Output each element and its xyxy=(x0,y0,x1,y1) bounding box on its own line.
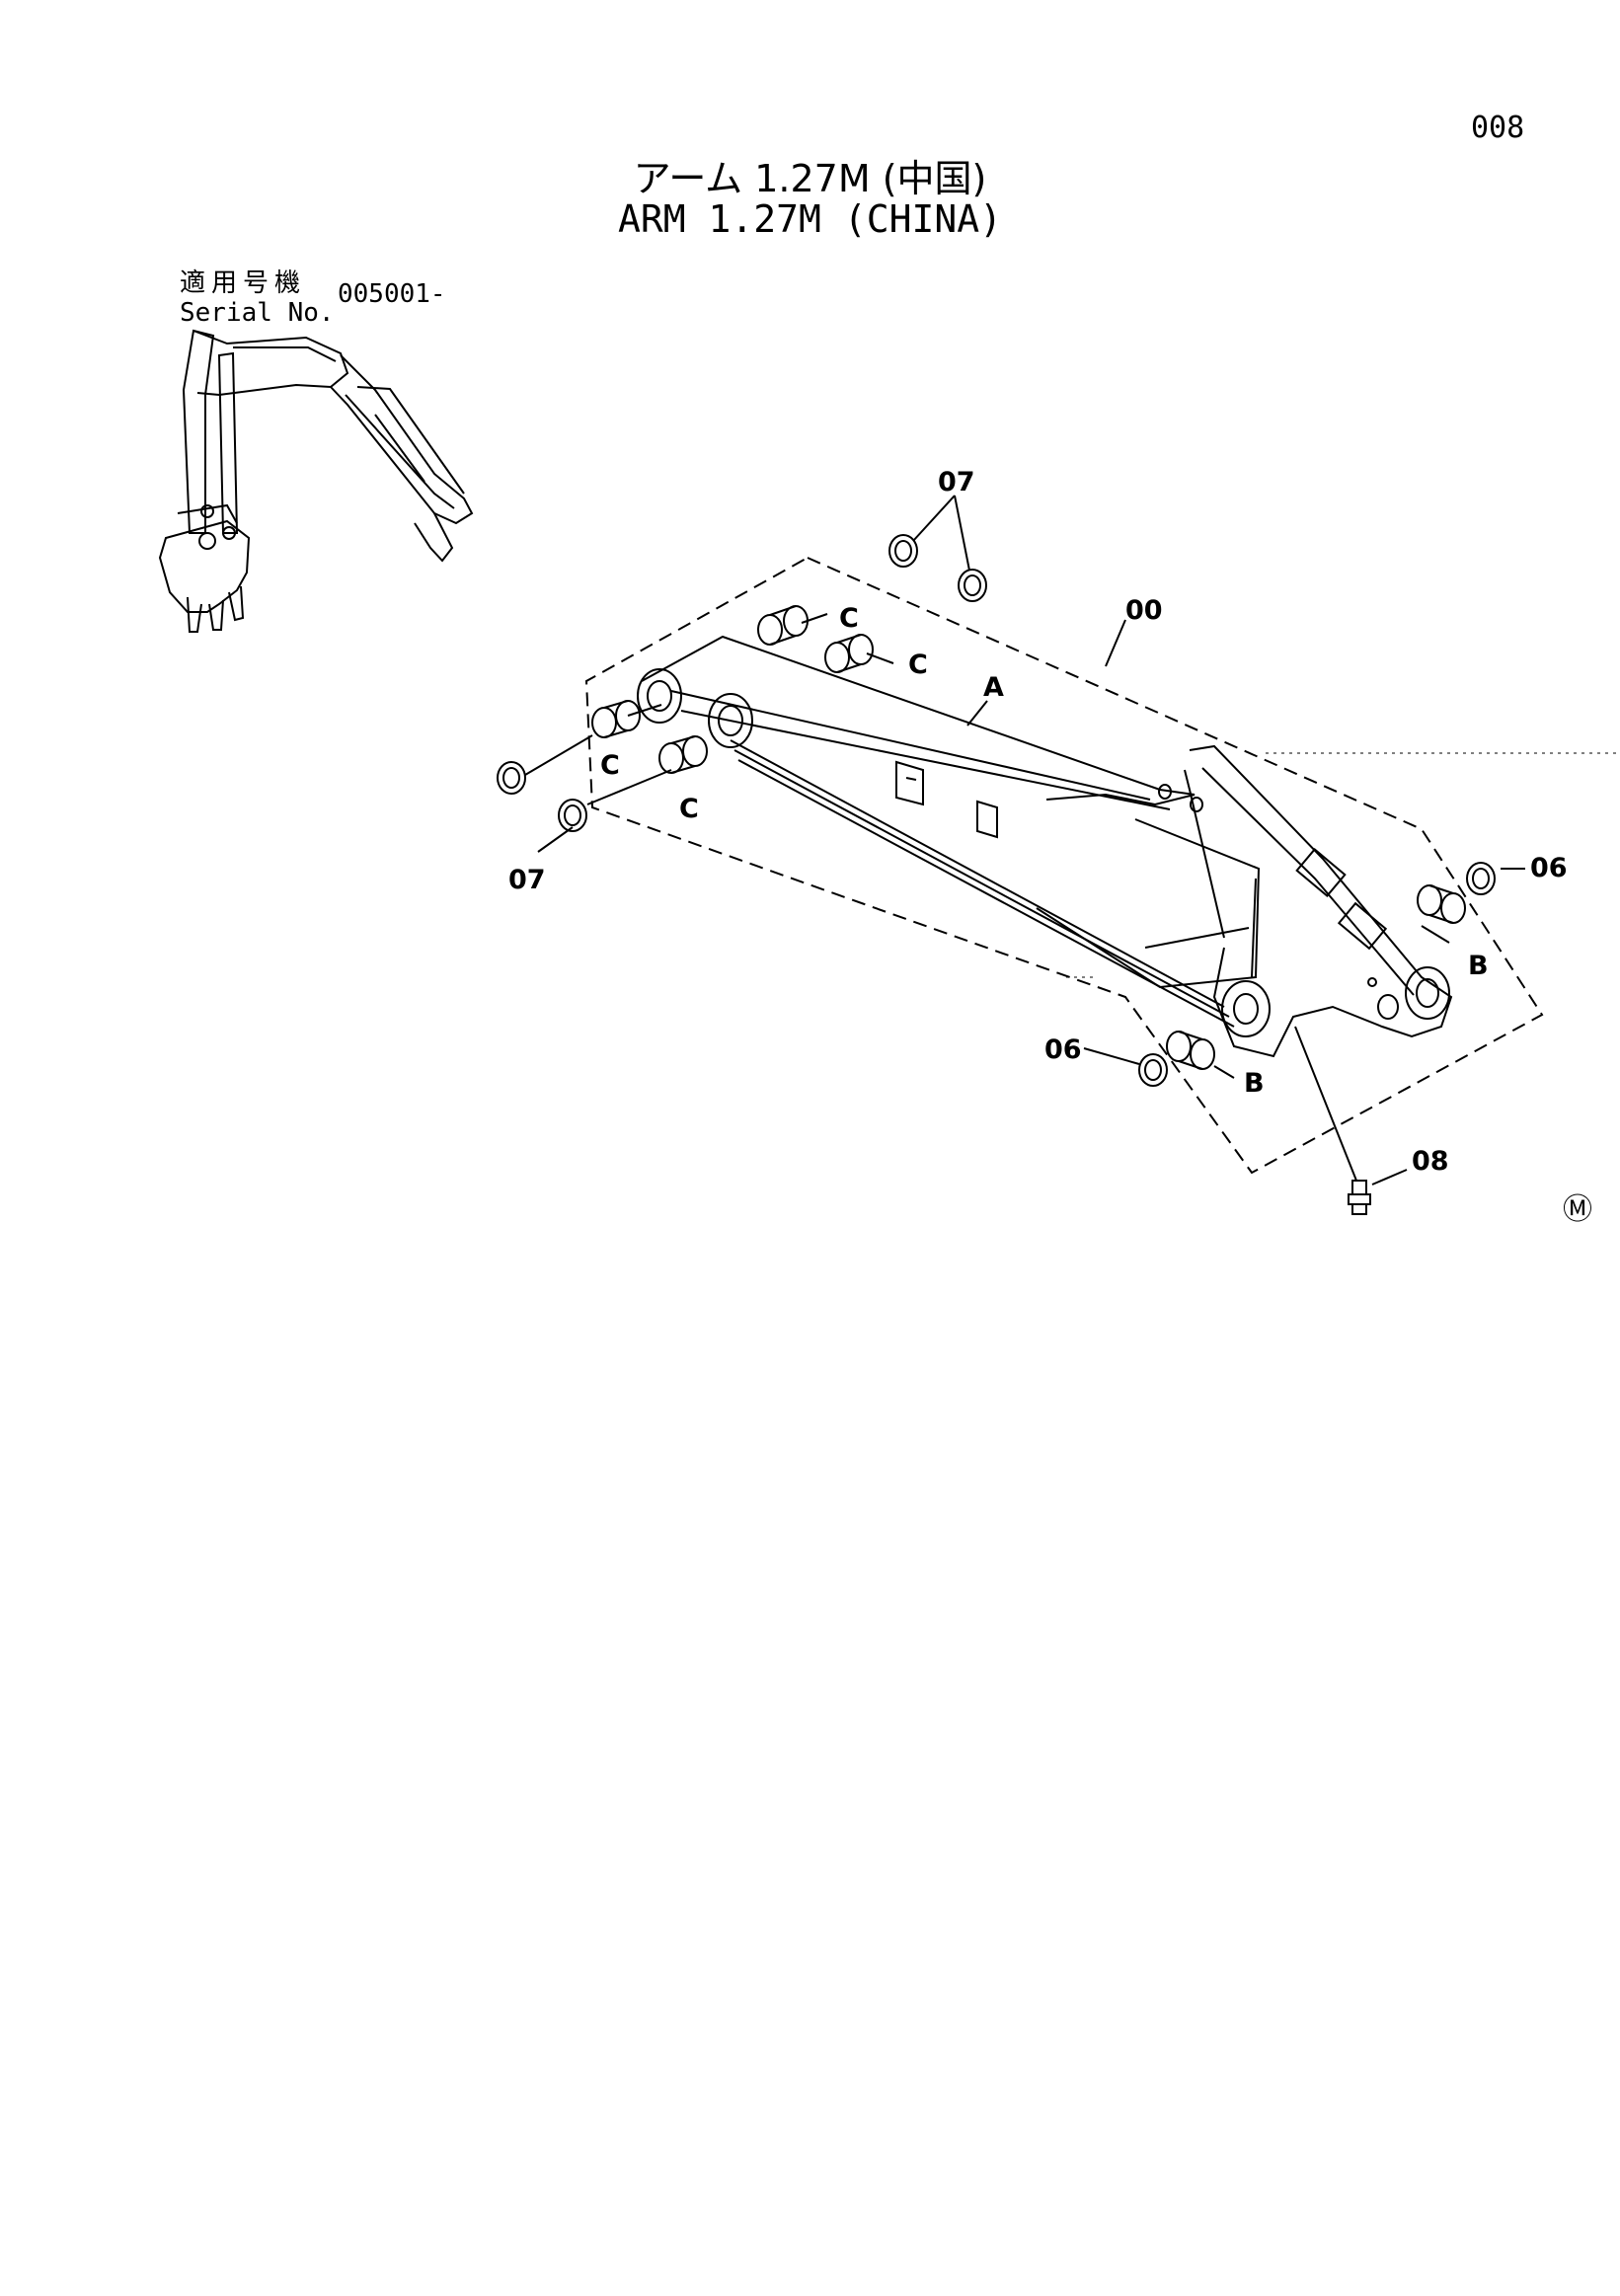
bushing-c-upper-2 xyxy=(824,634,874,673)
callout-07-top: 07 xyxy=(938,467,975,497)
seal-06-lower xyxy=(1138,1053,1168,1087)
seal-07-left-1 xyxy=(497,761,526,795)
seal-07-left-2 xyxy=(558,799,587,832)
serial-number-value: 005001- xyxy=(338,279,446,309)
callout-c-4: C xyxy=(679,794,699,824)
assembly-boundary xyxy=(584,556,1544,1175)
excavator-thumbnail xyxy=(158,329,474,633)
callout-b-right: B xyxy=(1468,951,1489,981)
callout-b-lower: B xyxy=(1244,1068,1265,1099)
callout-07-left: 07 xyxy=(508,865,546,895)
callout-06-right: 06 xyxy=(1530,853,1568,883)
bushing-c-left-1 xyxy=(591,700,641,738)
arm-body xyxy=(637,635,1453,1058)
seal-06-right xyxy=(1466,862,1496,895)
callout-c-3: C xyxy=(600,750,620,781)
page-number: 008 xyxy=(1471,111,1525,145)
grease-fitting-08 xyxy=(1348,1180,1371,1215)
bushing-b-lower xyxy=(1166,1031,1215,1070)
title-english: ARM 1.27M (CHINA) xyxy=(618,197,1002,241)
callout-c-1: C xyxy=(839,603,859,634)
bushing-b-right xyxy=(1417,884,1466,924)
seal-07-upper-1 xyxy=(888,534,918,568)
callout-06-lower: 06 xyxy=(1044,1034,1082,1065)
callout-00: 00 xyxy=(1125,595,1163,626)
seal-07-upper-2 xyxy=(958,569,987,602)
bushing-c-left-2 xyxy=(658,735,708,774)
serial-label-english: Serial No. xyxy=(180,298,335,328)
callout-a: A xyxy=(983,672,1004,703)
manufacturer-mark: Ⓜ xyxy=(1563,1192,1592,1227)
bushing-c-upper-1 xyxy=(757,605,809,646)
title-japanese: アーム 1.27M (中国) xyxy=(633,157,987,200)
callout-08: 08 xyxy=(1412,1146,1449,1177)
serial-label-japanese: 適用号機 xyxy=(180,268,307,298)
callout-c-2: C xyxy=(908,650,928,680)
